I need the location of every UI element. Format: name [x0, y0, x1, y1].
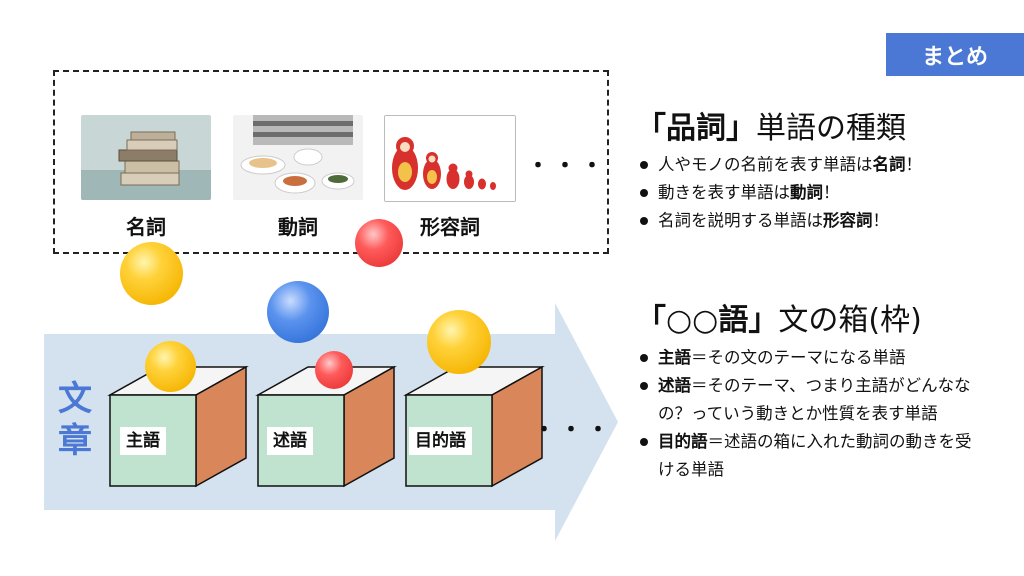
- red-ball-in-predicate: [315, 351, 353, 389]
- parts-of-speech-heading: 「品詞」単語の種類: [636, 103, 906, 147]
- subject-box-label: 主語: [120, 427, 166, 455]
- noun-label: 名詞: [126, 215, 166, 239]
- more-boxes-ellipsis: ・・・: [533, 418, 615, 443]
- list-item: 人やモノの名前を表す単語は名詞！: [636, 151, 1024, 179]
- predicate-box-label: 述語: [267, 427, 313, 455]
- parts-of-speech-box: [53, 70, 609, 254]
- list-item: 主語＝その文のテーマになる単語: [636, 344, 986, 372]
- heading2-rest: 文の箱(枠): [778, 303, 922, 338]
- sentence-box-list: 主語＝その文のテーマになる単語 述語＝そのテーマ、つまり主語がどんななの？ってい…: [636, 344, 986, 484]
- parts-of-speech-list: 人やモノの名前を表す単語は名詞！ 動きを表す単語は動詞！ 名詞を説明する単語は形…: [636, 151, 1024, 235]
- sentence-title: 文章: [58, 379, 92, 461]
- matryoshka-photo: [384, 115, 516, 202]
- more-ellipsis: ・・・: [527, 154, 609, 179]
- heading2-bold: 「○○語」: [636, 303, 779, 338]
- yellow-ball-in-subject: [145, 341, 196, 392]
- books-photo: [81, 115, 211, 200]
- sentence-arrow: [44, 303, 618, 541]
- heading1-rest: 単語の種類: [756, 111, 906, 146]
- red-ball-top: [355, 219, 403, 267]
- list-item: 目的語＝述語の箱に入れた動詞の動きを受ける単語: [636, 428, 986, 484]
- verb-label: 動詞: [278, 215, 318, 239]
- blue-ball: [267, 281, 329, 343]
- list-item: 動きを表す単語は動詞！: [636, 179, 1024, 207]
- heading1-bold: 「品詞」: [636, 111, 756, 146]
- yellow-ball-top: [120, 242, 183, 305]
- object-box-label: 目的語: [409, 427, 472, 455]
- sentence-box-heading: 「○○語」文の箱(枠): [636, 295, 922, 339]
- eating-photo: [233, 115, 363, 200]
- summary-badge: まとめ: [886, 33, 1024, 76]
- adjective-label: 形容詞: [420, 215, 480, 239]
- list-item: 述語＝そのテーマ、つまり主語がどんななの？っていう動きとか性質を表す単語: [636, 372, 986, 428]
- yellow-ball-right: [427, 310, 491, 374]
- list-item: 名詞を説明する単語は形容詞！: [636, 207, 1024, 235]
